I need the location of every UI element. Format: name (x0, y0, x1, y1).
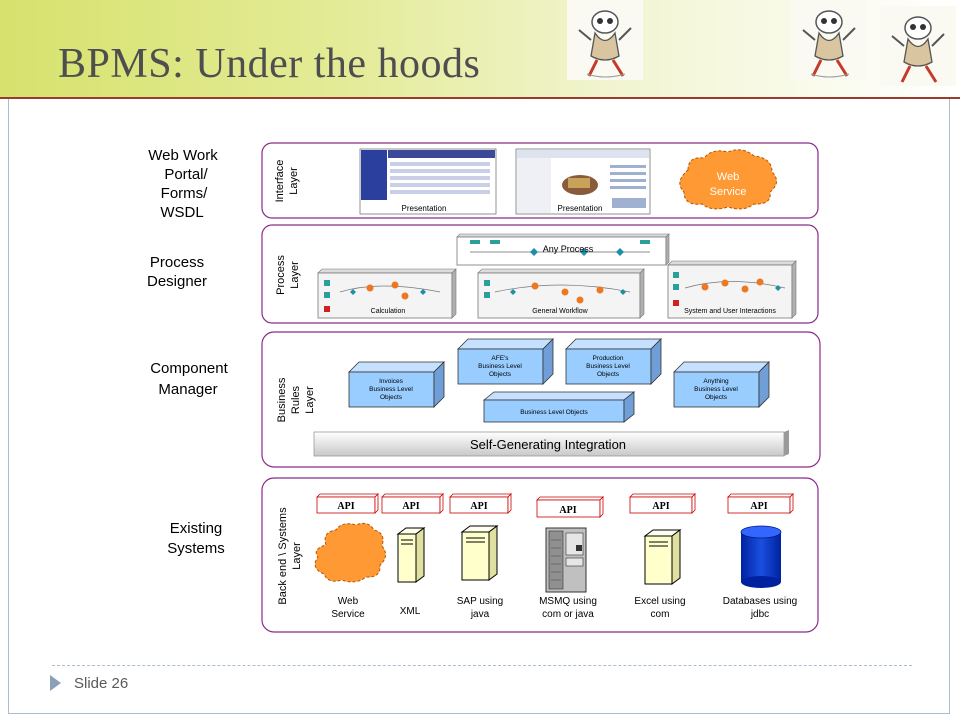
calculation-workflow: Calculation (317, 268, 457, 319)
general-workflow: General Workflow (477, 268, 645, 319)
production-label-2: Business Level (586, 363, 630, 370)
api-label-4: API (559, 505, 576, 516)
excel-server-icon (643, 529, 682, 585)
any-process-diagram: Any Process (456, 233, 670, 266)
invoices-label-1: Invoices (379, 378, 404, 385)
api-label-1: API (337, 501, 354, 512)
invoices-object-box: Invoices Business Level Objects (348, 361, 445, 408)
layer-label-business-3: Layer (304, 386, 316, 414)
production-label-3: Objects (597, 371, 620, 378)
label-web-work-4: WSDL (160, 204, 203, 221)
layer-label-backend-1: Back end \ Systems (277, 507, 289, 605)
mascot-icon-2 (791, 0, 867, 80)
web-service-cloud-backend-icon (314, 522, 386, 583)
presentation-screenshot-1: Presentation (359, 148, 497, 215)
footer-arrow-icon (50, 675, 61, 691)
api-box-4: API (536, 496, 604, 518)
msmq-machine-icon (545, 527, 587, 593)
web-service-label-2: Service (710, 186, 747, 198)
calculation-label: Calculation (371, 308, 406, 315)
slide-frame (8, 99, 950, 714)
presentation-label-2: Presentation (558, 204, 603, 213)
system-caption-sap-1: SAP using (457, 596, 504, 607)
web-service-label-1: Web (717, 171, 739, 183)
slide-number: Slide 26 (74, 675, 129, 692)
layer-label-process-1: Process (275, 255, 287, 295)
anything-label-1: Anything (703, 378, 729, 385)
label-web-work-3: Forms/ (161, 185, 208, 202)
invoices-label-2: Business Level (369, 386, 413, 393)
system-caption-sap-2: java (470, 609, 490, 620)
label-existing-systems-2: Systems (167, 540, 225, 557)
business-level-objects-box: Business Level Objects (482, 391, 636, 423)
layer-label-interface-1: Interface (274, 160, 286, 203)
business-level-objects-label: Business Level Objects (520, 409, 588, 416)
layer-label-interface-2: Layer (288, 167, 300, 195)
sap-server-icon (460, 525, 499, 581)
anything-object-box: Anything Business Level Objects (673, 361, 770, 408)
system-caption-db-1: Databases using (723, 596, 798, 607)
label-existing-systems-1: Existing (170, 520, 223, 537)
layer-label-backend-2: Layer (291, 542, 303, 570)
presentation-screenshot-2: Presentation (515, 148, 651, 215)
label-process-designer-2: Designer (147, 273, 207, 290)
presentation-label-1: Presentation (402, 204, 447, 213)
api-box-1: API (316, 493, 379, 514)
label-component-manager-2: Manager (158, 381, 217, 398)
system-caption-db-2: jdbc (750, 609, 769, 620)
layer-label-business-1: Business (276, 377, 288, 422)
slide-title: BPMS: Under the hoods (58, 41, 481, 87)
system-caption-web-service-1: Web (338, 596, 359, 607)
system-caption-xml: XML (400, 606, 421, 617)
system-caption-excel-2: com (651, 609, 670, 620)
system-caption-excel-1: Excel using (634, 596, 685, 607)
system-caption-msmq-2: com or java (542, 609, 594, 620)
backend-layer-box (261, 477, 819, 633)
self-generating-integration-bar: Self-Generating Integration (313, 430, 789, 457)
api-box-6: API (727, 493, 794, 514)
api-box-5: API (629, 493, 696, 514)
afes-label-2: Business Level (478, 363, 522, 370)
api-label-6: API (750, 501, 767, 512)
xml-server-icon (396, 527, 426, 583)
label-web-work-1: Web Work (148, 147, 218, 164)
api-label-3: API (470, 501, 487, 512)
footer-divider (52, 665, 912, 666)
api-box-3: API (449, 493, 512, 514)
afes-label-1: AFE's (491, 355, 509, 362)
anything-label-2: Business Level (694, 386, 738, 393)
label-web-work-2: Portal/ (164, 166, 208, 183)
system-caption-web-service-2: Service (331, 609, 365, 620)
self-generating-label: Self-Generating Integration (470, 437, 626, 452)
process-layer-box (261, 224, 819, 324)
database-cylinder-icon (740, 525, 782, 588)
label-process-designer-1: Process (150, 254, 204, 271)
web-service-cloud-icon: Web Service (679, 149, 777, 210)
business-layer-box (261, 331, 821, 468)
header-divider (0, 97, 960, 99)
api-label-2: API (402, 501, 419, 512)
afes-label-3: Objects (489, 371, 512, 378)
system-caption-msmq-1: MSMQ using (539, 596, 597, 607)
layer-label-process-2: Layer (289, 261, 301, 289)
layer-label-business-2: Rules (290, 385, 302, 414)
general-workflow-label: General Workflow (532, 308, 588, 315)
production-label-1: Production (592, 355, 623, 362)
system-user-workflow: System and User Interactions (667, 260, 797, 319)
mascot-icon-1 (567, 0, 643, 80)
label-component-manager-1: Component (150, 360, 228, 377)
anything-label-3: Objects (705, 394, 728, 401)
production-object-box: Production Business Level Objects (565, 338, 662, 385)
api-box-2: API (381, 493, 444, 514)
api-row: API API API API API (316, 493, 794, 518)
api-label-5: API (652, 501, 669, 512)
afes-object-box: AFE's Business Level Objects (457, 338, 554, 385)
system-user-label: System and User Interactions (684, 308, 776, 315)
invoices-label-3: Objects (380, 394, 403, 401)
mascot-icon-3 (880, 6, 956, 86)
interface-layer-box (261, 142, 819, 219)
any-process-label: Any Process (543, 244, 594, 254)
